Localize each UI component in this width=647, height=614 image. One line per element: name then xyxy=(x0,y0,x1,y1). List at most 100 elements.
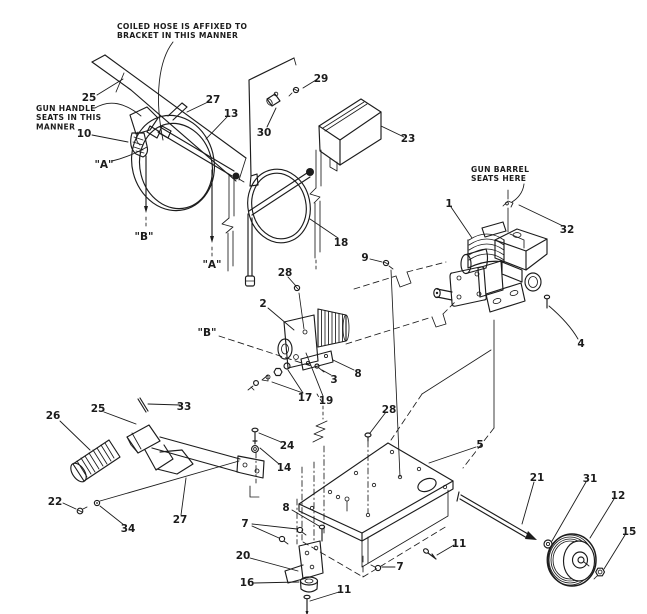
engine-fuel-tank xyxy=(494,228,548,271)
part-label-21: 21 xyxy=(530,472,545,484)
engine-muffler xyxy=(524,272,542,292)
pin-33 xyxy=(137,397,149,413)
washer-34 xyxy=(93,499,101,507)
screw-7-right xyxy=(370,564,382,572)
part-label-14: 14 xyxy=(277,462,292,474)
screw-28-upper xyxy=(293,284,301,292)
bolt-3 xyxy=(314,363,325,373)
plate-holes xyxy=(309,449,448,518)
corner-mark xyxy=(249,485,260,498)
hose-hook-upper xyxy=(167,102,188,121)
bolt-4 xyxy=(543,294,551,309)
part-label-25: 25 xyxy=(82,92,97,104)
part-label-26: 26 xyxy=(46,410,61,422)
part-label-28: 28 xyxy=(382,404,397,416)
fuel-cap xyxy=(512,232,522,238)
alignment-lines-pump-engine xyxy=(345,261,457,345)
part-label-A: "A" xyxy=(202,259,221,271)
pump-boss xyxy=(277,338,293,360)
belt-cover-23 xyxy=(318,98,382,172)
engine-starter-housing xyxy=(460,248,489,275)
part-label-22: 22 xyxy=(48,496,63,508)
part-label-8: 8 xyxy=(354,368,361,380)
rubber-foot-16 xyxy=(299,576,319,593)
part-label-7: 7 xyxy=(241,518,248,530)
part-label-18: 18 xyxy=(334,237,349,249)
part-label-16: 16 xyxy=(240,577,255,589)
part-label-30: 30 xyxy=(257,127,272,139)
part-label-27: 27 xyxy=(173,514,188,526)
part-label-4: 4 xyxy=(577,338,584,350)
spacer-30 xyxy=(266,91,281,107)
plate-oval-hole xyxy=(417,477,437,493)
base-plate xyxy=(249,393,454,578)
hose-end-B xyxy=(144,155,148,230)
part-label-28: 28 xyxy=(278,267,293,279)
pump-top-port xyxy=(302,329,308,335)
hose-B-alignment-line xyxy=(218,335,315,368)
screw-7-left-a xyxy=(296,526,307,536)
screw-9 xyxy=(382,259,401,478)
coiled-hose-18 xyxy=(244,168,314,287)
part-label-24: 24 xyxy=(280,440,295,452)
gun-handle xyxy=(129,106,161,158)
hose-coil-on-handle xyxy=(130,114,216,212)
part-label-27: 27 xyxy=(206,94,221,106)
part-label-11: 11 xyxy=(337,584,352,596)
bolt-11-right xyxy=(423,548,437,560)
part-label-12: 12 xyxy=(611,490,626,502)
part-label-B: "B" xyxy=(198,327,217,339)
screw-22 xyxy=(76,506,88,515)
pump-assembly xyxy=(247,292,350,391)
leader-lines xyxy=(59,41,626,602)
screw-7-left-b xyxy=(278,535,289,545)
bolt-8-middle xyxy=(318,524,326,542)
part-label-2: 2 xyxy=(259,298,266,310)
pump-foot xyxy=(300,350,334,371)
part-label-1: 1 xyxy=(445,198,452,210)
part-label-5: 5 xyxy=(476,439,483,451)
hose-end-A xyxy=(210,169,214,258)
wheel-hub xyxy=(571,551,589,569)
pump-manifold xyxy=(283,314,319,369)
part-label-B: "B" xyxy=(135,231,154,243)
part-label-31: 31 xyxy=(583,473,598,485)
hose-hook-27-lower xyxy=(144,444,194,475)
wheel-12 xyxy=(546,533,597,587)
handle-grip-26 xyxy=(70,439,121,483)
bracket-post-right xyxy=(309,149,322,272)
part-label-3: 3 xyxy=(330,374,337,386)
handle-upper-tube xyxy=(91,54,247,182)
part-label-19: 19 xyxy=(319,395,334,407)
gun-barrel-wand xyxy=(157,125,245,183)
part-label-8: 8 xyxy=(282,502,289,514)
part-label-13: 13 xyxy=(224,108,239,120)
engine-crankcase xyxy=(477,260,504,298)
part-label-11: 11 xyxy=(452,538,467,550)
engine-base xyxy=(485,282,526,313)
engine-assembly xyxy=(433,221,548,313)
bolt-11-bottom xyxy=(303,594,311,614)
screw-on-plate xyxy=(344,496,350,512)
part-label-20: 20 xyxy=(236,550,251,562)
nozzle-tip xyxy=(232,172,240,180)
screw-29 xyxy=(288,86,300,97)
part-label-33: 33 xyxy=(177,401,192,413)
part-label-34: 34 xyxy=(121,523,136,535)
pump-outlet-fittings xyxy=(247,354,299,391)
break-symbol xyxy=(312,420,328,443)
alignment-lines-engine-plate xyxy=(390,319,495,469)
engine-shaft xyxy=(433,287,453,301)
part-label-29: 29 xyxy=(314,73,329,85)
axle-21 xyxy=(456,491,537,540)
pump-fin-section xyxy=(317,308,350,348)
support-bracket xyxy=(248,57,297,187)
bolt-24 xyxy=(251,427,259,445)
part-label-25: 25 xyxy=(91,403,106,415)
